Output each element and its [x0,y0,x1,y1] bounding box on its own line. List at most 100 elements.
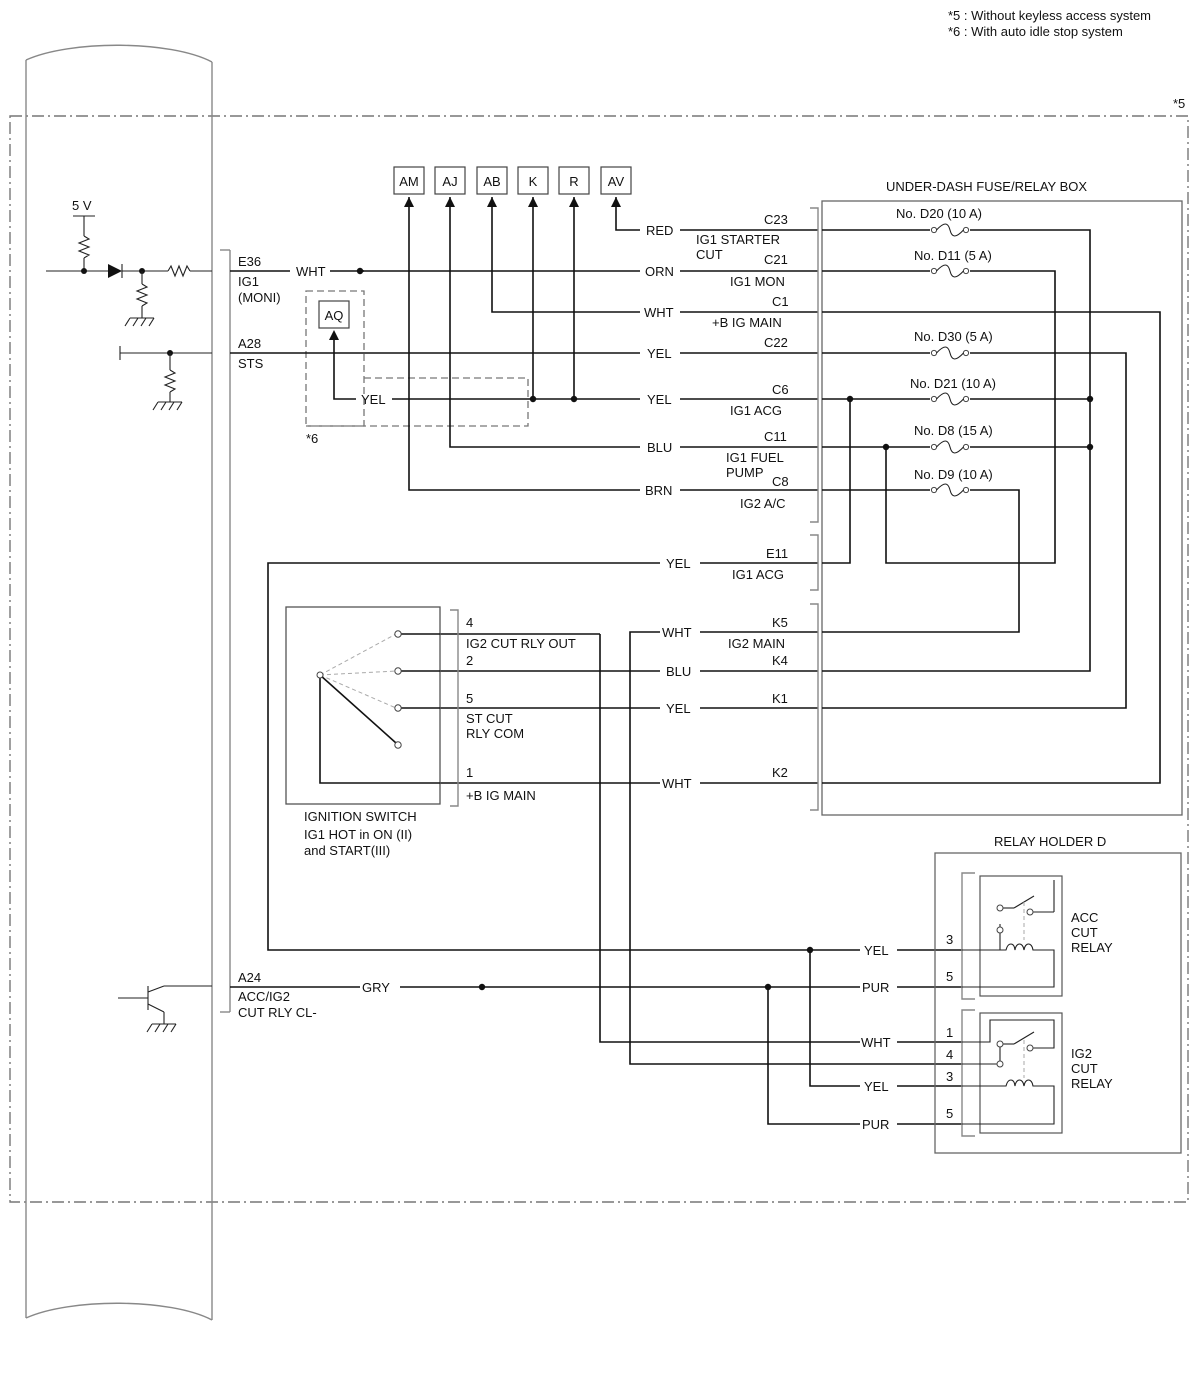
ignition-switch-desc: IG1 HOT in ON (II) [304,827,412,842]
wire-aq-color: YEL [361,392,386,407]
ignition-switch: 4 IG2 CUT RLY OUT 2 5 ST CUT RLY COM 1 +… [285,606,576,858]
terminal-c22: C22 [764,335,788,350]
ig2-relay-pin-3: 3 [946,1069,953,1084]
ignition-pin-4: 4 [466,615,473,630]
fuse-d21-label: No. D21 (10 A) [910,376,996,391]
connector-am-label: AM [399,174,419,189]
terminal-c11-label-2: PUMP [726,465,764,480]
terminal-c11: C11 [764,429,787,444]
aq-group-mark: *6 [306,431,318,446]
ecm-body [25,44,213,1321]
fuse-box-frame [821,200,1183,816]
wire-k2-color: WHT [662,776,692,791]
connector-am [393,166,425,195]
ignition-pin-1: 1 [466,765,473,780]
terminal-k1: K1 [772,691,788,706]
terminal-k2: K2 [772,765,788,780]
wire-c11-color: BLU [647,440,672,455]
ig2-relay-label: IG2 [1071,1046,1092,1061]
connector-k [517,166,549,195]
ignition-pin-4-label: IG2 CUT RLY OUT [466,636,576,651]
ecm-pin-a28: A28 [238,336,261,351]
terminal-c8-label: IG2 A/C [740,496,786,511]
ignition-pin-2: 2 [466,653,473,668]
ecm-pin-e36-label-2: (MONI) [238,290,281,305]
fuse-box-title: UNDER-DASH FUSE/RELAY BOX [886,179,1087,194]
wire-c21-color: ORN [645,264,674,279]
fuse-d8-label: No. D8 (15 A) [914,423,993,438]
acc-relay-label-3: RELAY [1071,940,1113,955]
wire-ig2-pur-color: PUR [862,1117,889,1132]
ignition-pin-5-label: ST CUT [466,711,513,726]
connector-r-label: R [569,174,578,189]
keyless-boundary [9,115,1189,1203]
connector-ab [476,166,508,195]
connector-av-label: AV [608,174,625,189]
fuse-symbols [930,223,970,497]
acc-relay-pin-5: 5 [946,969,953,984]
terminal-c21: C21 [764,252,788,267]
wire-c1-color: WHT [644,305,674,320]
wire-a24-color: GRY [362,980,390,995]
wire-k4-color: BLU [666,664,691,679]
terminal-c23: C23 [764,212,788,227]
wire-ig2-wht-color: WHT [861,1035,891,1050]
wire-c8-color: BRN [645,483,672,498]
ignition-pin-5: 5 [466,691,473,706]
terminal-c8: C8 [772,474,789,489]
wires [230,197,962,1125]
ecm-pin-a28-label: STS [238,356,264,371]
aq-group-frame [305,290,365,427]
fuse-d20-label: No. D20 (10 A) [896,206,982,221]
ignition-switch-frame [285,606,441,805]
ignition-switch-desc-2: and START(III) [304,843,390,858]
boundary-mark: *5 [1173,96,1185,111]
terminal-c11-label: IG1 FUEL [726,450,784,465]
wire-k5-color: WHT [662,625,692,640]
connector-aj [434,166,466,195]
relay-holder-d: RELAY HOLDER D 3 5 ACC CUT RELAY [934,834,1182,1154]
terminal-e11-label: IG1 ACG [732,567,784,582]
ecm-internal-circuit: 5 V [46,198,212,1033]
wire-c6-color: YEL [647,392,672,407]
terminal-c21-label: IG1 MON [730,274,785,289]
ignition-pin-1-label: +B IG MAIN [466,788,536,803]
ig2-cut-relay: 1 4 3 5 IG2 CUT RELAY [946,1009,1113,1137]
fuse-d30-label: No. D30 (5 A) [914,329,993,344]
wire-c23-color: RED [646,223,673,238]
wire-k1-color: YEL [666,701,691,716]
terminal-k5-label: IG2 MAIN [728,636,785,651]
fuse-d9-label: No. D9 (10 A) [914,467,993,482]
relay-holder-frame [934,852,1182,1154]
connector-av [600,166,632,195]
ecm-pin-a24-label-2: CUT RLY CL- [238,1005,317,1020]
wire-c22-color: YEL [647,346,672,361]
connector-ab-label: AB [483,174,500,189]
terminal-c1-label: +B IG MAIN [712,315,782,330]
terminal-k4: K4 [772,653,788,668]
ig2-relay-pin-1: 1 [946,1025,953,1040]
terminal-c23-label-2: CUT [696,247,723,262]
connector-k-label: K [529,174,538,189]
ig2-relay-pin-4: 4 [946,1047,953,1062]
connector-refs: AM AJ AB K R AV [393,166,632,195]
wire-color-labels: WHT YEL RED ORN WHT YEL YEL BLU BRN YEL … [296,223,891,1132]
acc-relay-label: ACC [1071,910,1098,925]
acc-relay-pin-3: 3 [946,932,953,947]
wire-acc-pur-color: PUR [862,980,889,995]
terminal-c6-label: IG1 ACG [730,403,782,418]
ig2-relay-label-3: RELAY [1071,1076,1113,1091]
wire-e11-color: YEL [666,556,691,571]
ig2-relay-pin-5: 5 [946,1106,953,1121]
terminal-c6: C6 [772,382,789,397]
ig2-relay-label-2: CUT [1071,1061,1098,1076]
terminal-e11: E11 [766,546,788,561]
terminal-c1: C1 [772,294,789,309]
ecm-pin-e36: E36 [238,254,261,269]
wire-acc-yel-color: YEL [864,943,889,958]
fuse-relay-box: UNDER-DASH FUSE/RELAY BOX [696,179,1183,816]
connector-aq [318,300,350,329]
acc-cut-relay: 3 5 ACC CUT RELAY [946,872,1113,1000]
ignition-switch-title: IGNITION SWITCH [304,809,417,824]
